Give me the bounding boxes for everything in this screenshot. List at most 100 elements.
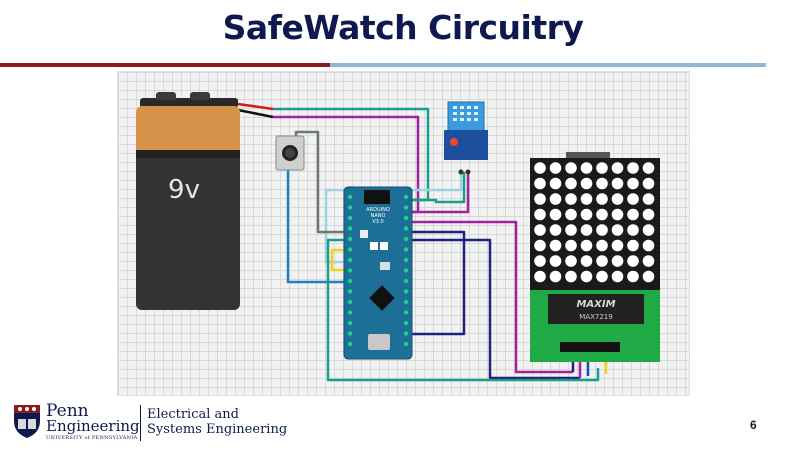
dht-sensor [444, 101, 488, 175]
led-dot [534, 270, 546, 283]
arduino-label-1: ARDUINO [366, 207, 390, 213]
title-rule-red [0, 63, 330, 67]
led-dot [580, 208, 593, 221]
led-dot [580, 270, 593, 283]
led-dot [549, 270, 562, 283]
wire-matrix-teal [326, 238, 600, 382]
arduino-pin [347, 320, 353, 326]
arduino-pin [403, 310, 409, 315]
arduino-label-2: NANO [371, 213, 386, 219]
led-dot [596, 239, 608, 252]
arduino-pin [403, 194, 409, 200]
arduino-pin [403, 257, 409, 263]
led-dot [549, 224, 562, 236]
led-dot [580, 193, 593, 205]
arduino-pin [347, 310, 353, 315]
led-dot [596, 224, 608, 236]
arduino-pins [347, 194, 409, 347]
led-dot [565, 193, 577, 205]
arduino-pin [347, 247, 353, 252]
title-rule-blue [330, 63, 766, 67]
led-dot [580, 177, 593, 190]
led-dot [642, 255, 655, 267]
logo-penn: Penn [46, 401, 89, 421]
led-dot [534, 224, 546, 236]
led-dot [627, 208, 639, 221]
led-dot [534, 208, 546, 221]
led-dot [596, 177, 608, 190]
arduino-pin [347, 299, 353, 305]
arduino-pin [403, 215, 409, 221]
slide-title: SafeWatch Circuitry [222, 8, 584, 47]
led-dot [627, 177, 639, 190]
arduino-pin [347, 226, 353, 231]
led-dot [580, 224, 593, 236]
circuit-svg: 9v ARDUINO NANO V3.0 MAXIM MAX7219 [136, 92, 660, 382]
arduino-pin [403, 289, 409, 294]
page-number: 6 [750, 418, 757, 432]
arduino-pin [403, 331, 409, 336]
arduino-pin [347, 257, 353, 263]
push-button [275, 135, 305, 171]
wire-matrix-navy-b [408, 238, 580, 380]
arduino-pin [403, 226, 409, 231]
led-dot [549, 255, 562, 267]
led-dot [611, 193, 624, 205]
led-dot [596, 255, 608, 267]
led-dot [627, 239, 639, 252]
led-dot [611, 239, 624, 252]
led-dot [642, 177, 655, 190]
arduino-pin [347, 278, 353, 284]
penn-shield-icon [14, 405, 40, 438]
led-dot [611, 208, 624, 221]
arduino-pin [347, 341, 353, 347]
matrix-chip-brand: MAXIM [576, 299, 615, 310]
led-dot [596, 208, 608, 221]
led-dot [534, 162, 546, 174]
led-dot [549, 177, 562, 190]
wire-matrix-navy-a [408, 230, 466, 336]
arduino-pin [403, 341, 409, 347]
led-dot [642, 270, 655, 283]
arduino-pin [403, 205, 409, 210]
arduino-pin [347, 289, 353, 294]
led-dot [627, 270, 639, 283]
led-dot [565, 208, 577, 221]
arduino-pin [403, 236, 409, 242]
led-dot [549, 208, 562, 221]
battery-9v [136, 92, 240, 310]
arduino-pin [403, 299, 409, 305]
led-matrix-dots [534, 162, 655, 283]
led-dot [596, 270, 608, 283]
wire-sensor-purple [408, 172, 470, 214]
arduino-pin [347, 268, 353, 273]
led-dot [611, 177, 624, 190]
department-line-1: Electrical and [147, 407, 239, 422]
led-dot [642, 162, 655, 174]
arduino-nano [343, 186, 413, 360]
led-dot [565, 255, 577, 267]
wire-matrix-purple [408, 220, 573, 374]
logo-university: UNIVERSITY of PENNSYLVANIA [46, 435, 138, 441]
logo-engineering: Engineering [46, 417, 140, 435]
led-dot [549, 162, 562, 174]
arduino-pin [347, 236, 353, 242]
led-dot [549, 239, 562, 252]
arduino-pin [403, 278, 409, 284]
led-dot [596, 162, 608, 174]
led-dot [565, 239, 577, 252]
department-line-2: Systems Engineering [147, 422, 288, 437]
led-dot [565, 270, 577, 283]
led-dot [549, 193, 562, 205]
arduino-label-3: V3.0 [372, 219, 383, 225]
led-dot [596, 193, 608, 205]
wire-sensor-lightblue [324, 172, 463, 264]
led-dot [611, 162, 624, 174]
led-dot [534, 177, 546, 190]
arduino-pin [347, 194, 353, 200]
led-dot [627, 255, 639, 267]
arduino-pin [347, 215, 353, 221]
circuit-diagram: 9v ARDUINO NANO V3.0 MAXIM MAX7219 [117, 71, 690, 396]
led-dot [565, 177, 577, 190]
led-dot [534, 239, 546, 252]
